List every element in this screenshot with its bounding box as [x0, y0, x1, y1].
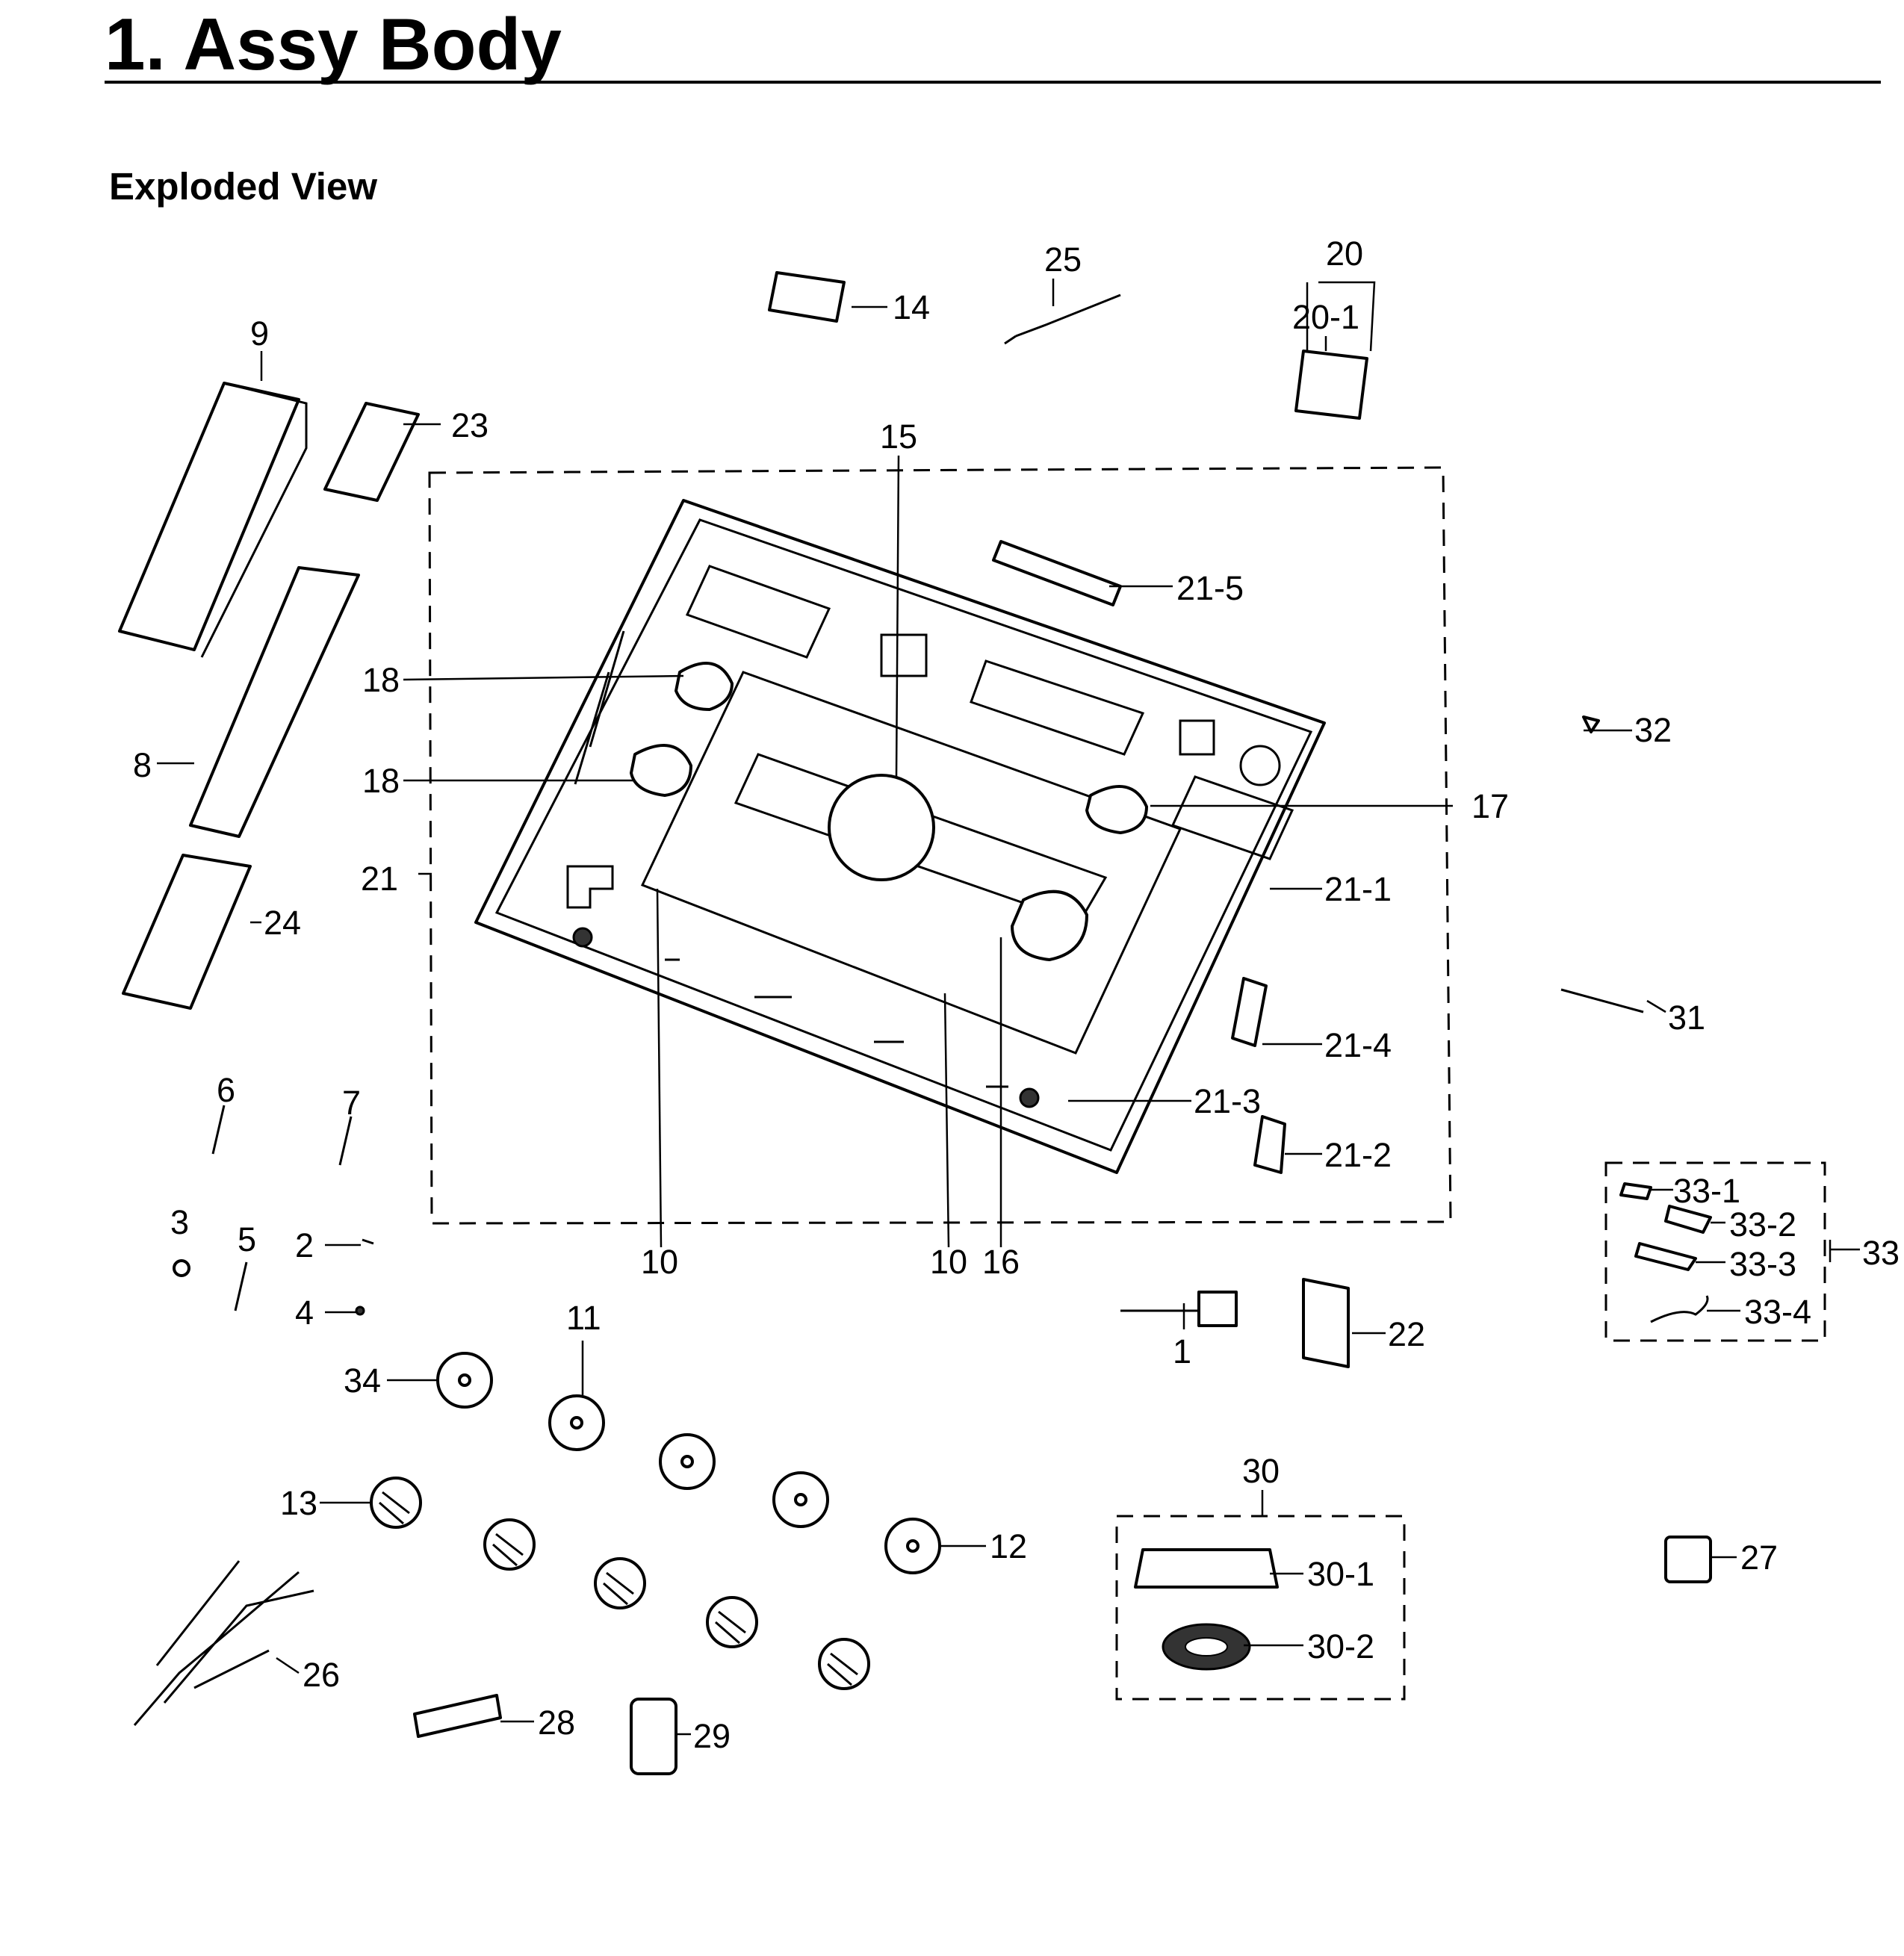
label-10-a: 10: [641, 1243, 678, 1281]
label-32: 32: [1634, 711, 1672, 749]
label-33-1: 33-1: [1673, 1172, 1740, 1210]
label-3: 3: [170, 1203, 189, 1241]
label-23: 23: [451, 406, 489, 444]
label-30-2: 30-2: [1307, 1627, 1374, 1665]
part-31-rod: [1560, 988, 1644, 1013]
part-13-knob: [370, 1477, 422, 1529]
part-32-clip: [1582, 715, 1600, 733]
label-15: 15: [880, 417, 917, 456]
part-9-cover: [118, 382, 300, 651]
label-34: 34: [344, 1362, 381, 1400]
part-22-sheet: [1302, 1278, 1350, 1368]
label-21-3: 21-3: [1194, 1082, 1261, 1120]
label-31: 31: [1668, 999, 1705, 1037]
part-23-board: [323, 402, 420, 502]
part-21-2-bracket: [1253, 1115, 1286, 1174]
group-box-33: [1604, 1161, 1826, 1342]
part-knob-d: [706, 1596, 758, 1648]
label-30-1: 30-1: [1307, 1555, 1374, 1593]
part-5-electrode: [234, 1261, 248, 1311]
part-2-screw: [362, 1238, 374, 1245]
part-33-1-plate: [1619, 1182, 1652, 1200]
label-5: 5: [238, 1220, 256, 1258]
label-21-1: 21-1: [1324, 870, 1392, 908]
label-22: 22: [1388, 1315, 1425, 1353]
part-cap-c: [772, 1471, 829, 1528]
part-11-cap: [548, 1394, 605, 1451]
part-21-5-bracket: [992, 540, 1122, 606]
label-21-4: 21-4: [1324, 1026, 1392, 1064]
label-18-b: 18: [362, 762, 400, 800]
part-25-cord: [1004, 294, 1121, 345]
part-3-nut: [173, 1259, 190, 1277]
part-27-cap: [1664, 1536, 1712, 1583]
label-30: 30: [1242, 1452, 1280, 1490]
part-28-bracket: [413, 1694, 502, 1738]
part-15-gasket-ring: [828, 774, 935, 881]
group-box-30: [1115, 1515, 1406, 1701]
group-box-21: [428, 466, 1452, 1225]
label-1: 1: [1173, 1332, 1191, 1370]
label-29: 29: [693, 1717, 731, 1755]
label-21-5: 21-5: [1176, 569, 1244, 607]
part-33-4-wire: [1650, 1295, 1709, 1323]
part-17-seal: [1085, 785, 1148, 834]
part-18-seal-b: [630, 744, 692, 797]
label-33-2: 33-2: [1729, 1205, 1796, 1244]
part-24-board: [122, 854, 252, 1010]
part-14-bracket: [768, 271, 846, 323]
label-27: 27: [1740, 1539, 1778, 1577]
label-11: 11: [566, 1299, 601, 1337]
label-33: 33: [1862, 1234, 1900, 1272]
label-14: 14: [893, 288, 930, 326]
label-28: 28: [538, 1704, 575, 1742]
label-9: 9: [250, 314, 269, 353]
label-25: 25: [1044, 240, 1082, 279]
page-title: 1. Assy Body: [105, 3, 562, 85]
leader-lines: [157, 279, 1860, 1736]
label-20-1: 20-1: [1292, 298, 1359, 336]
part-34-cap: [436, 1352, 493, 1409]
label-4: 4: [295, 1294, 314, 1332]
label-10-b: 10: [930, 1243, 967, 1281]
part-29-valve: [630, 1698, 677, 1775]
part-21-4-hinge: [1231, 977, 1268, 1047]
part-33-2-holder: [1664, 1205, 1712, 1234]
part-16-seal: [1011, 889, 1088, 961]
part-26-harness: [133, 1560, 314, 1726]
label-7: 7: [342, 1084, 361, 1122]
section-subtitle: Exploded View: [109, 165, 377, 208]
title-underline: [105, 81, 1881, 84]
part-knob-b: [483, 1518, 536, 1571]
part-7-electrode: [338, 1116, 353, 1166]
label-6: 6: [217, 1071, 235, 1109]
label-2: 2: [295, 1226, 314, 1264]
label-16: 16: [982, 1243, 1020, 1281]
label-21-2: 21-2: [1324, 1136, 1392, 1174]
part-18-seal-a: [675, 662, 734, 711]
part-33-3-igniter: [1634, 1242, 1697, 1271]
part-cap-b: [659, 1433, 716, 1490]
part-4-screw: [355, 1305, 365, 1316]
label-13: 13: [280, 1484, 317, 1522]
label-17: 17: [1472, 787, 1509, 825]
part-8-pcb: [189, 566, 360, 838]
label-33-3: 33-3: [1729, 1245, 1796, 1283]
part-30-1-mount: [1134, 1548, 1279, 1589]
label-8: 8: [133, 746, 152, 784]
part-12-cap: [884, 1518, 941, 1574]
label-20: 20: [1326, 235, 1363, 273]
part-20-switch: [1294, 350, 1368, 420]
label-12: 12: [990, 1527, 1027, 1565]
label-18-a: 18: [362, 661, 400, 699]
label-21: 21: [361, 860, 398, 898]
part-6-electrode: [211, 1105, 226, 1155]
part-knob-e: [818, 1638, 870, 1690]
part-knob-c: [594, 1557, 646, 1609]
label-26: 26: [303, 1656, 340, 1694]
label-33-4: 33-4: [1744, 1293, 1811, 1331]
label-24: 24: [264, 904, 301, 942]
part-1-sensor: [1197, 1291, 1238, 1327]
